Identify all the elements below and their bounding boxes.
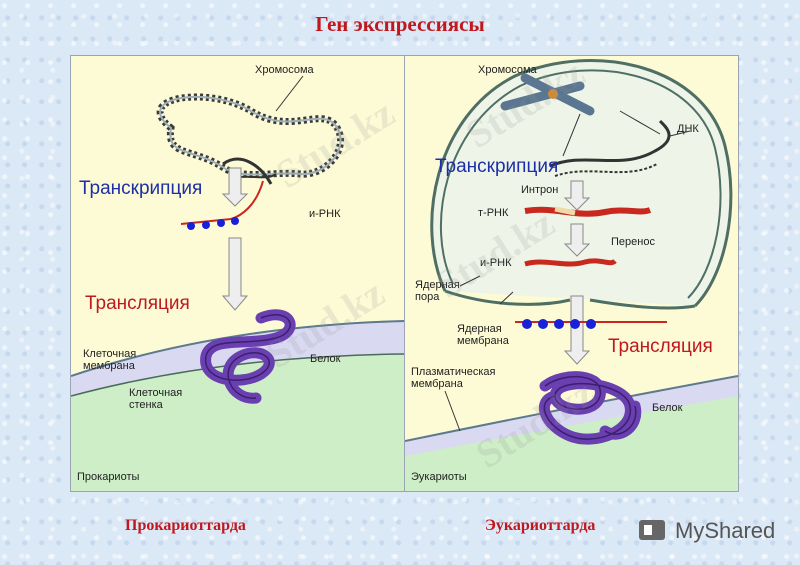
- nuclear-membrane-label: Ядерная мембрана: [457, 323, 509, 347]
- cell-membrane-label: Клеточная мембрана: [83, 348, 137, 372]
- prokaryote-label: Прокариоты: [77, 471, 140, 483]
- logo-text: MyShared: [675, 518, 776, 543]
- translation-heading: Трансляция: [608, 336, 713, 357]
- transcription-heading: Транскрипция: [79, 178, 203, 199]
- prokaryote-diagram: [71, 75, 404, 491]
- transcription-heading: Транскрипция: [435, 156, 559, 177]
- protein-label: Белок: [652, 402, 683, 414]
- mrna-strand: [180, 180, 264, 225]
- transfer-label: Перенос: [611, 236, 655, 248]
- cell-wall-label: Клеточная стенка: [129, 387, 183, 411]
- intron-segment: [554, 206, 576, 216]
- ribosome-icon: [522, 319, 596, 329]
- mrna-label: и-РНК: [480, 257, 512, 269]
- translation-heading: Трансляция: [85, 293, 190, 314]
- mrna-label: и-РНК: [309, 208, 341, 220]
- plasma-membrane-label: Плазматическая мембрана: [411, 366, 496, 390]
- flow-arrow: [221, 167, 249, 311]
- eukaryote-label: Эукариоты: [411, 471, 467, 483]
- cell-outside-band: [71, 354, 404, 491]
- dna-label: ДНК: [677, 123, 699, 135]
- myshared-logo-icon: [639, 520, 665, 540]
- prokaryote-panel: Хромосома Транскрипция и-РНК Трансляция …: [70, 55, 405, 492]
- ribosome-icon: [187, 217, 239, 230]
- eukaryote-caption: Эукариоттарда: [485, 517, 596, 534]
- dna-helix-icon: [156, 93, 344, 185]
- dna-helix-icon: [549, 110, 671, 177]
- page-title: Ген экспрессиясы: [315, 12, 485, 36]
- pre-rna-strand: [524, 206, 652, 217]
- prokaryote-caption: Прокариоттарда: [125, 517, 246, 534]
- nuclear-pore-label: Ядерная пора: [415, 279, 460, 303]
- eukaryote-panel: Хромосома ДНК Транскрипция Интрон т-РНК …: [404, 55, 739, 492]
- myshared-logo[interactable]: MyShared: [637, 516, 775, 544]
- intron-label: Интрон: [521, 184, 559, 196]
- chromosome-label: Хромосома: [478, 64, 537, 76]
- flow-arrow: [563, 180, 591, 365]
- trna-label: т-РНК: [478, 207, 509, 219]
- eukaryote-diagram: [405, 59, 738, 491]
- mrna-strand: [524, 258, 617, 267]
- protein-label: Белок: [310, 353, 341, 365]
- outside-band: [405, 396, 738, 491]
- chromosome-label: Хромосома: [255, 64, 314, 76]
